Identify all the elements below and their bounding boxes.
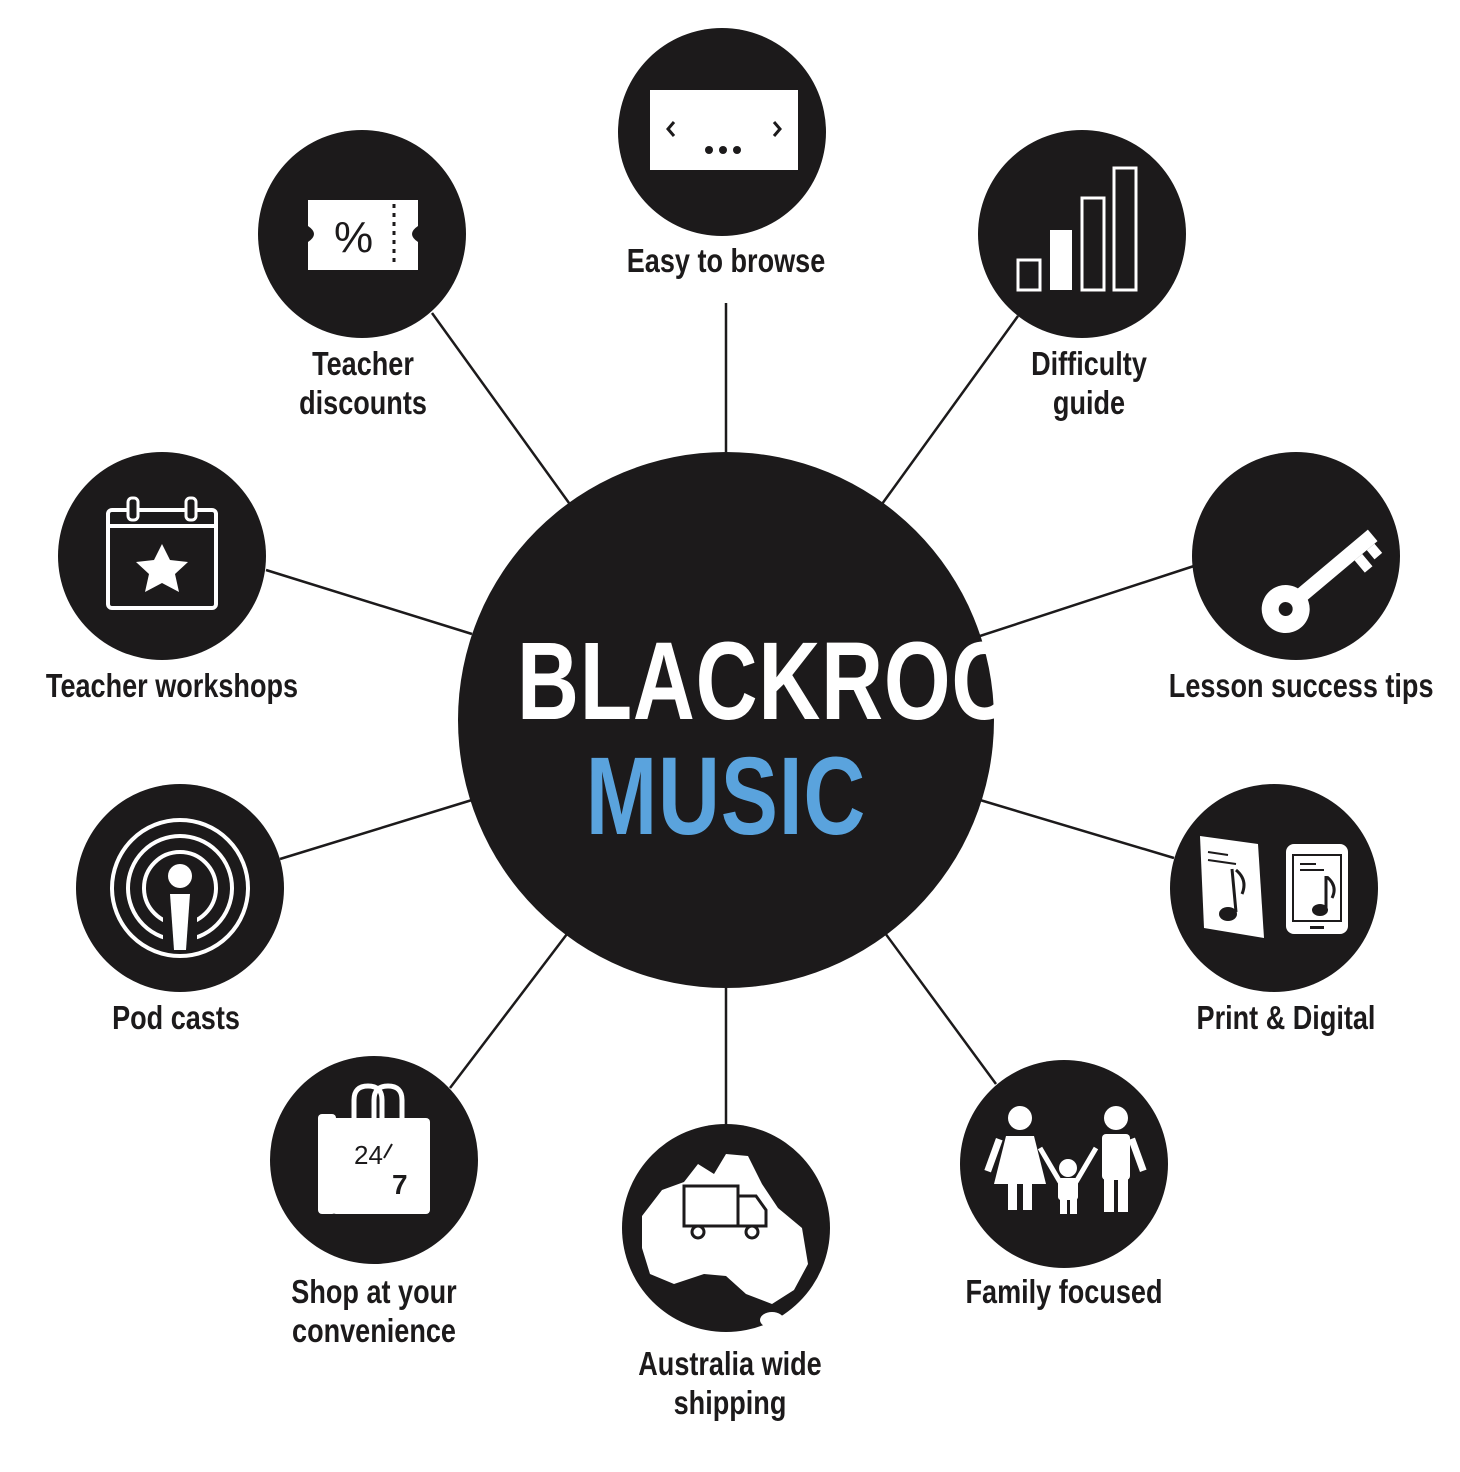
node-family-focused: [960, 1060, 1168, 1268]
label-australia-wide-shipping: Australia wide shipping: [638, 1345, 822, 1421]
label-print-digital: Print & Digital: [1196, 999, 1376, 1036]
discount-ticket-icon: %: [308, 200, 418, 270]
connector-teacher-workshops: [265, 568, 473, 636]
brand-name-line1: BLACKROCK: [516, 620, 1077, 743]
label-teacher-workshops: Teacher workshops: [45, 667, 299, 704]
family-icon: [984, 1106, 1147, 1214]
node-lesson-success-tips: [1192, 452, 1400, 660]
sheet-music-tablet-icon: [1200, 836, 1348, 938]
node-easy-to-browse: [618, 28, 826, 236]
shopping-bag-24-7-icon: 24 7: [318, 1083, 430, 1214]
label-pod-casts: Pod casts: [112, 999, 240, 1036]
node-teacher-discounts: %: [258, 130, 466, 338]
bar-chart-icon: [1016, 166, 1138, 292]
browse-window-icon: [650, 90, 798, 170]
label-difficulty-guide: Difficulty guide: [1031, 345, 1147, 421]
node-pod-casts: [76, 784, 284, 992]
connector-teacher-discounts: [430, 312, 571, 504]
brand-hub-circle: BLACKROCK MUSIC: [458, 452, 1077, 988]
podcast-icon: [110, 818, 250, 958]
connector-family-focused: [883, 932, 998, 1085]
svg-text:24: 24: [354, 1140, 383, 1170]
label-family-focused: Family focused: [965, 1273, 1163, 1310]
brand-name-line2: MUSIC: [585, 735, 867, 858]
node-shop-convenience: 24 7: [270, 1056, 478, 1264]
key-icon: [1261, 529, 1383, 634]
connector-pod-casts: [279, 798, 473, 861]
node-difficulty-guide: [978, 130, 1186, 338]
node-australia-wide-shipping: [622, 1124, 830, 1332]
label-shop-convenience: Shop at your convenience: [291, 1273, 457, 1349]
label-lesson-success-tips: Lesson success tips: [1168, 667, 1434, 704]
connector-lesson-success-tips: [979, 564, 1195, 638]
svg-text:%: %: [334, 213, 373, 262]
calendar-star-icon: [106, 496, 218, 610]
label-teacher-discounts: Teacher discounts: [299, 345, 427, 421]
australia-truck-icon: [642, 1154, 808, 1328]
node-print-digital: [1170, 784, 1378, 992]
connector-shop-convenience: [449, 933, 568, 1089]
label-easy-to-browse: Easy to browse: [626, 242, 826, 279]
connector-difficulty-guide: [880, 315, 1020, 505]
svg-text:7: 7: [392, 1169, 408, 1200]
connector-print-digital: [979, 798, 1175, 860]
node-teacher-workshops: [58, 452, 266, 660]
